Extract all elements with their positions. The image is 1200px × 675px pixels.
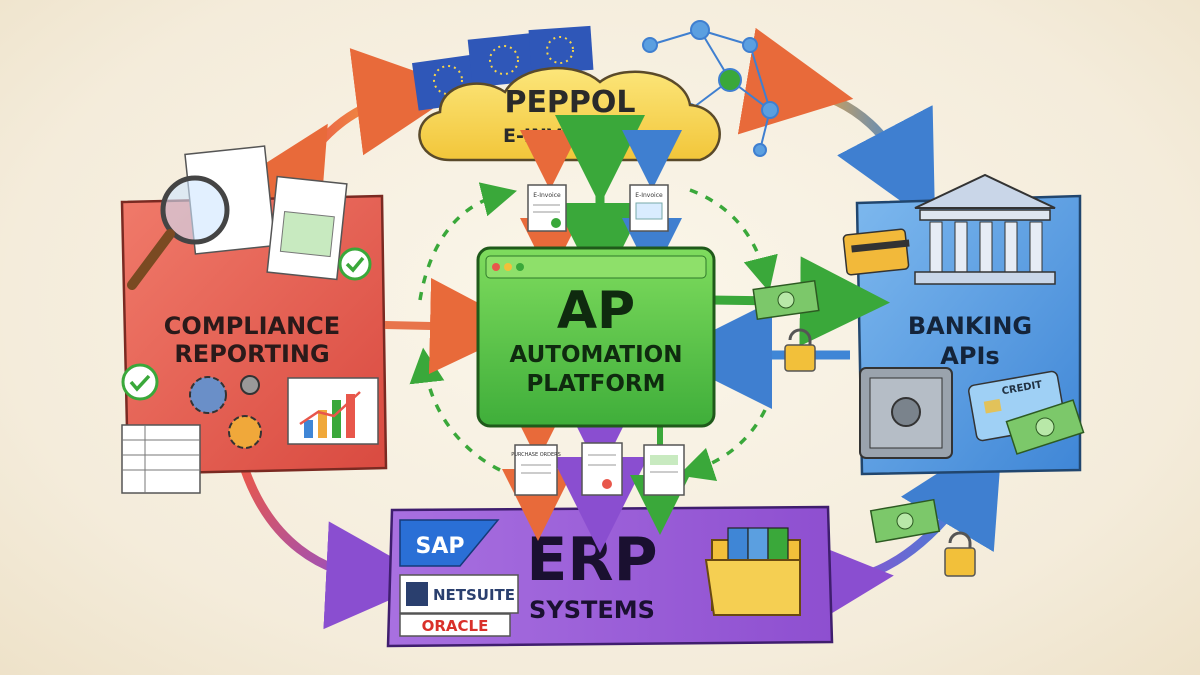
hub-subtitle-line2: PLATFORM [526,371,665,397]
vendor-sap: SAP [416,534,465,559]
hub-title: AP [557,281,635,341]
lock-icon [944,531,976,577]
einvoice-doc-icon: E-Invoice [527,184,567,232]
bar-chart-icon [287,377,379,445]
hub-subtitle-line1: AUTOMATION [510,342,683,368]
document-icon [643,444,685,496]
peppol-node[interactable]: PEPPOL E-INVOICING [412,20,779,162]
hub-peppol-links: E-Invoice E-Invoice [520,115,682,293]
eu-flag-icon [412,25,594,111]
arrow-compliance-erp [240,465,434,630]
einvoice-label-left: E-Invoice [533,192,561,199]
table-icon [121,424,201,494]
compliance-node[interactable]: COMPLIANCE REPORTING [120,145,388,494]
cash-icon [752,279,820,321]
erp-subtitle: SYSTEMS [529,596,655,624]
hub-erp-links: PURCHASE ORDERS [502,377,690,553]
banking-line2: APIs [940,342,999,370]
arrow-compliance-hub [384,277,526,374]
erp-node[interactable]: SAP NETSUITE ORACLE ERP SYSTEMS [386,505,834,648]
erp-title: ERP [526,525,657,595]
einvoice-doc-icon: E-Invoice [629,184,669,232]
sap-logo: SAP [399,519,500,567]
lock-icon [784,328,816,372]
banking-node[interactable]: BANKING APIs CREDIT [842,173,1085,476]
banking-erp-icons [869,498,976,577]
vendor-netsuite: NETSUITE [433,586,515,604]
magnifier-icon [127,145,276,290]
spreadsheet-icon [266,175,348,281]
einvoice-label-right: E-Invoice [635,192,663,199]
purchase-order-doc-icon: PURCHASE ORDERS [511,444,561,496]
card-icon [842,228,910,276]
dashed-loop [409,182,778,482]
outer-connectors [225,27,1003,639]
document-icon [581,442,623,496]
banking-line1: BANKING [908,312,1032,340]
arrow-compliance-peppol [225,48,464,245]
purchase-orders-label: PURCHASE ORDERS [511,452,561,458]
peppol-title: PEPPOL [504,85,635,120]
folder-icon [704,527,801,616]
cash-icon [1005,399,1085,455]
bank-icon [914,173,1056,285]
peppol-subtitle: E-INVOICING [503,125,637,147]
safe-icon [859,367,953,459]
vendor-oracle: ORACLE [422,617,489,635]
oracle-logo: ORACLE [399,613,511,637]
check-icon [121,363,159,401]
check-icon [338,247,372,281]
hub-banking-links [664,256,890,409]
ap-hub-node[interactable]: AP AUTOMATION PLATFORM [476,246,716,428]
netsuite-logo: NETSUITE [399,574,519,614]
compliance-line2: REPORTING [174,340,329,368]
compliance-line1: COMPLIANCE [164,312,340,340]
arrow-peppol-banking [737,27,936,226]
arrow-erp-banking [781,431,1003,639]
gears-icon [189,375,262,449]
